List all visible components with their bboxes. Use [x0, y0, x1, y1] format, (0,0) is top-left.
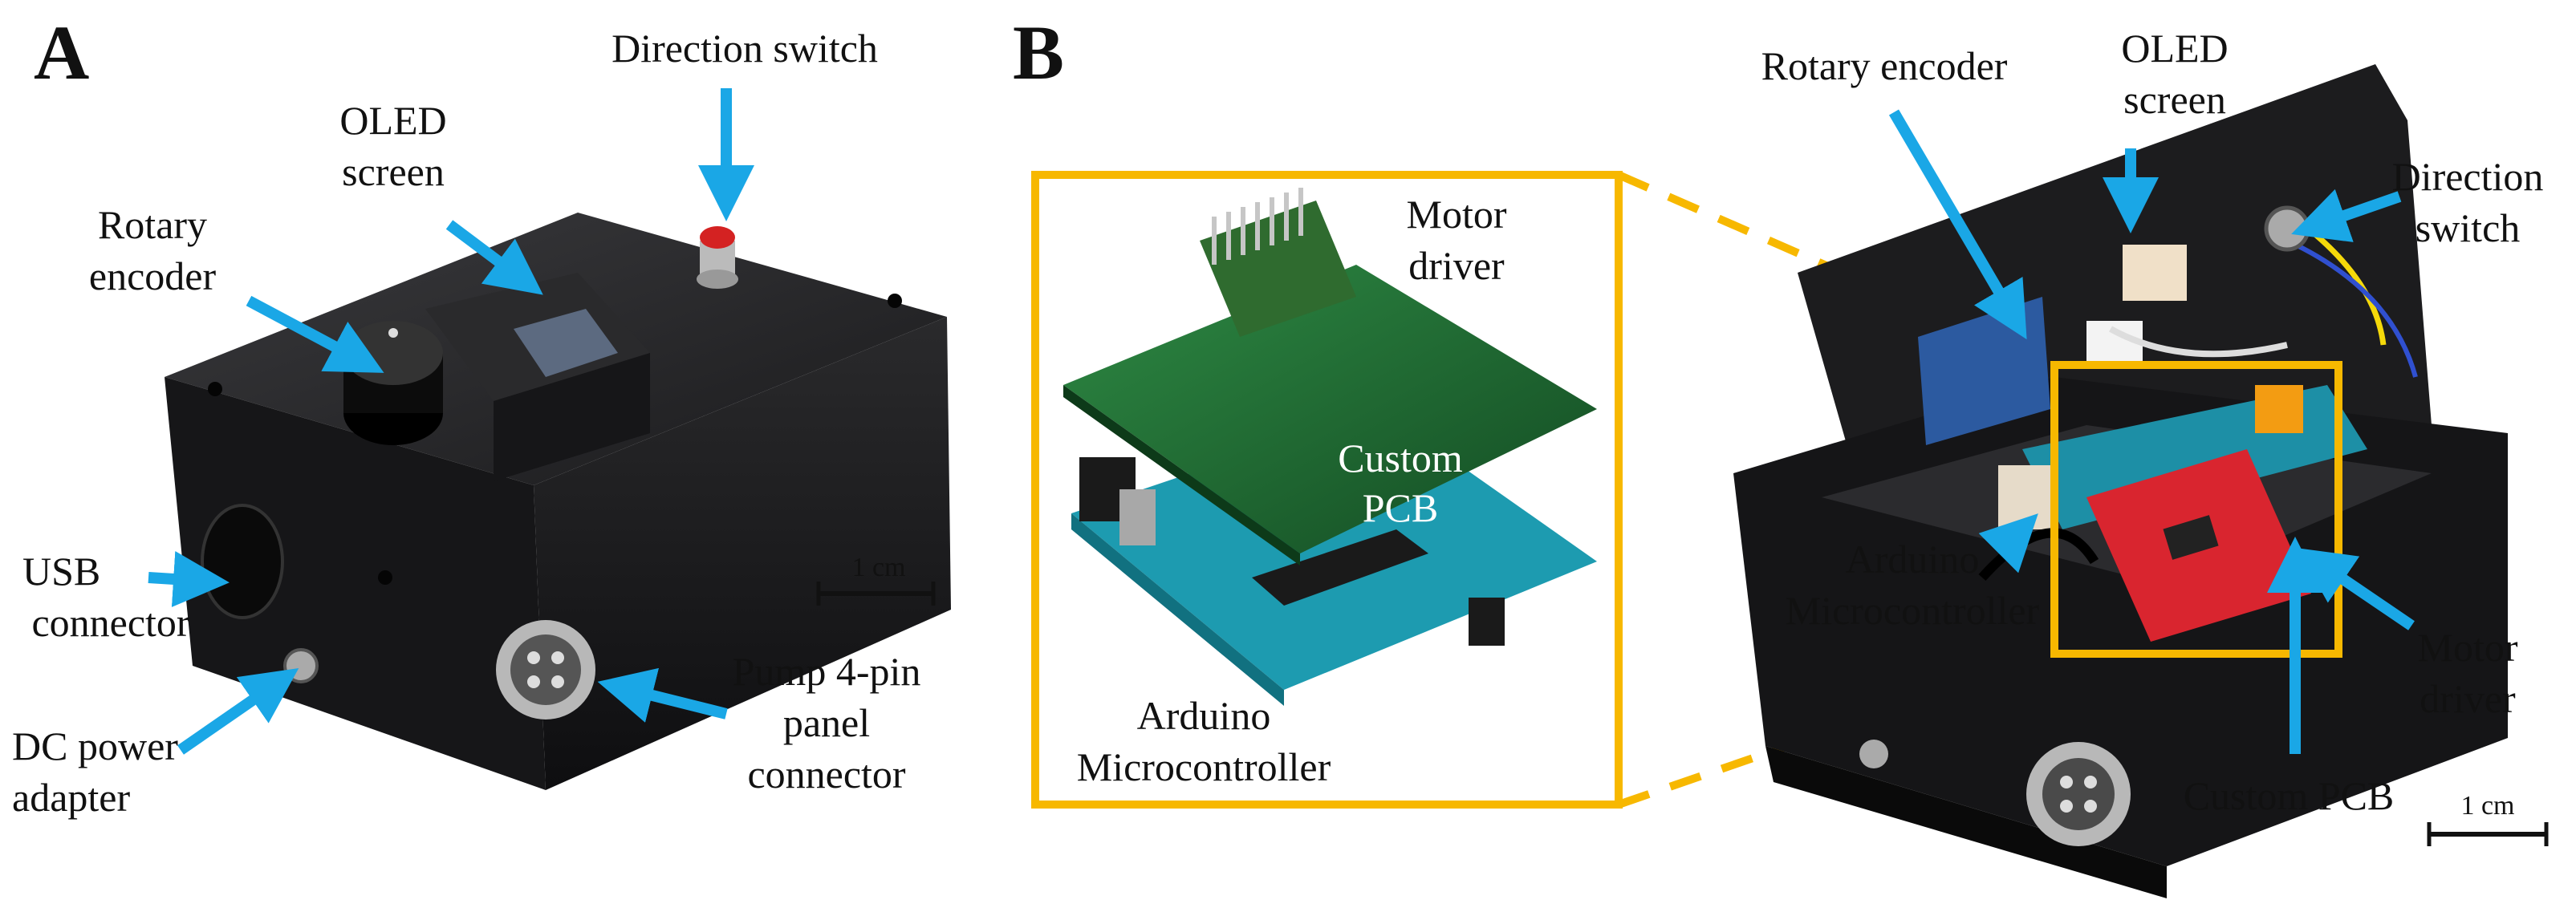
- rotary-knob: [343, 321, 443, 445]
- dc-jack: [283, 648, 319, 683]
- highlight-box: [2050, 361, 2342, 658]
- label-rotary-encoder-b: Rotary encoder: [1761, 43, 2008, 88]
- inset-illustration: [1031, 171, 1623, 809]
- panel-b-arrows: [1888, 109, 2415, 754]
- red-switch: [697, 226, 738, 289]
- scale-label-b: 1 cm: [2460, 791, 2515, 821]
- panel-a-arrows: [148, 88, 754, 755]
- panel-label-b: B: [1013, 10, 1065, 95]
- pump-connector-b: [2026, 742, 2131, 846]
- label-custom-pcb-b: Custom PCB: [2183, 773, 2395, 818]
- enclosure-b-photo: [1733, 64, 2549, 898]
- label-direction-switch-a: Direction switch: [611, 26, 878, 71]
- oled-housing: [425, 273, 650, 481]
- pump-connector: [496, 620, 595, 720]
- scale-label-a: 1 cm: [851, 553, 906, 582]
- panel-label-a: A: [34, 10, 90, 95]
